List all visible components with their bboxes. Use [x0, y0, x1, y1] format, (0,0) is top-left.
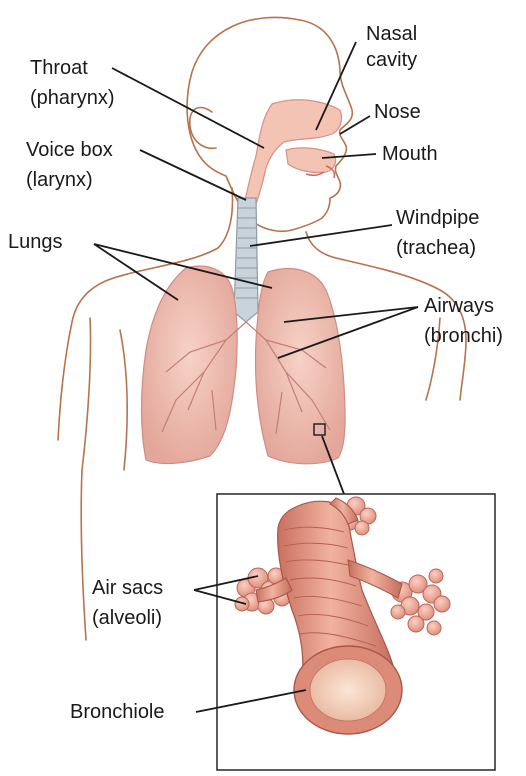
label-airsacs-line1: Air sacs [92, 577, 163, 599]
label-voicebox-line1: Voice box [26, 139, 113, 161]
label-throat-line2: (pharynx) [30, 87, 114, 109]
leader-voicebox [140, 150, 246, 200]
leader-lungs-left [94, 244, 178, 300]
label-windpipe-line1: Windpipe [396, 207, 479, 229]
label-airsacs-line2: (alveoli) [92, 607, 162, 629]
label-bronchiole: Bronchiole [70, 701, 165, 723]
left-arm [81, 318, 90, 640]
label-throat-line1: Throat [30, 57, 88, 79]
label-nose: Nose [374, 101, 421, 123]
bronchiole-lumen [310, 659, 386, 721]
ear-outline [190, 108, 216, 149]
detail-inset [217, 494, 495, 770]
leader-throat [112, 68, 264, 148]
torso-left [120, 330, 127, 470]
label-nasal-cavity-line2: cavity [366, 49, 417, 71]
right-lung [256, 269, 346, 464]
label-mouth: Mouth [382, 143, 438, 165]
label-airways-line2: (bronchi) [424, 325, 503, 347]
leader-windpipe [250, 225, 392, 246]
trachea [234, 198, 258, 322]
mouth-shape [286, 148, 336, 173]
left-lung [142, 266, 238, 463]
label-nasal-cavity-line1: Nasal [366, 23, 417, 45]
label-lungs: Lungs [8, 231, 63, 253]
label-windpipe-line2: (trachea) [396, 237, 476, 259]
trachea-tube [234, 198, 258, 322]
label-voicebox-line2: (larynx) [26, 169, 93, 191]
label-airways-line1: Airways [424, 295, 494, 317]
